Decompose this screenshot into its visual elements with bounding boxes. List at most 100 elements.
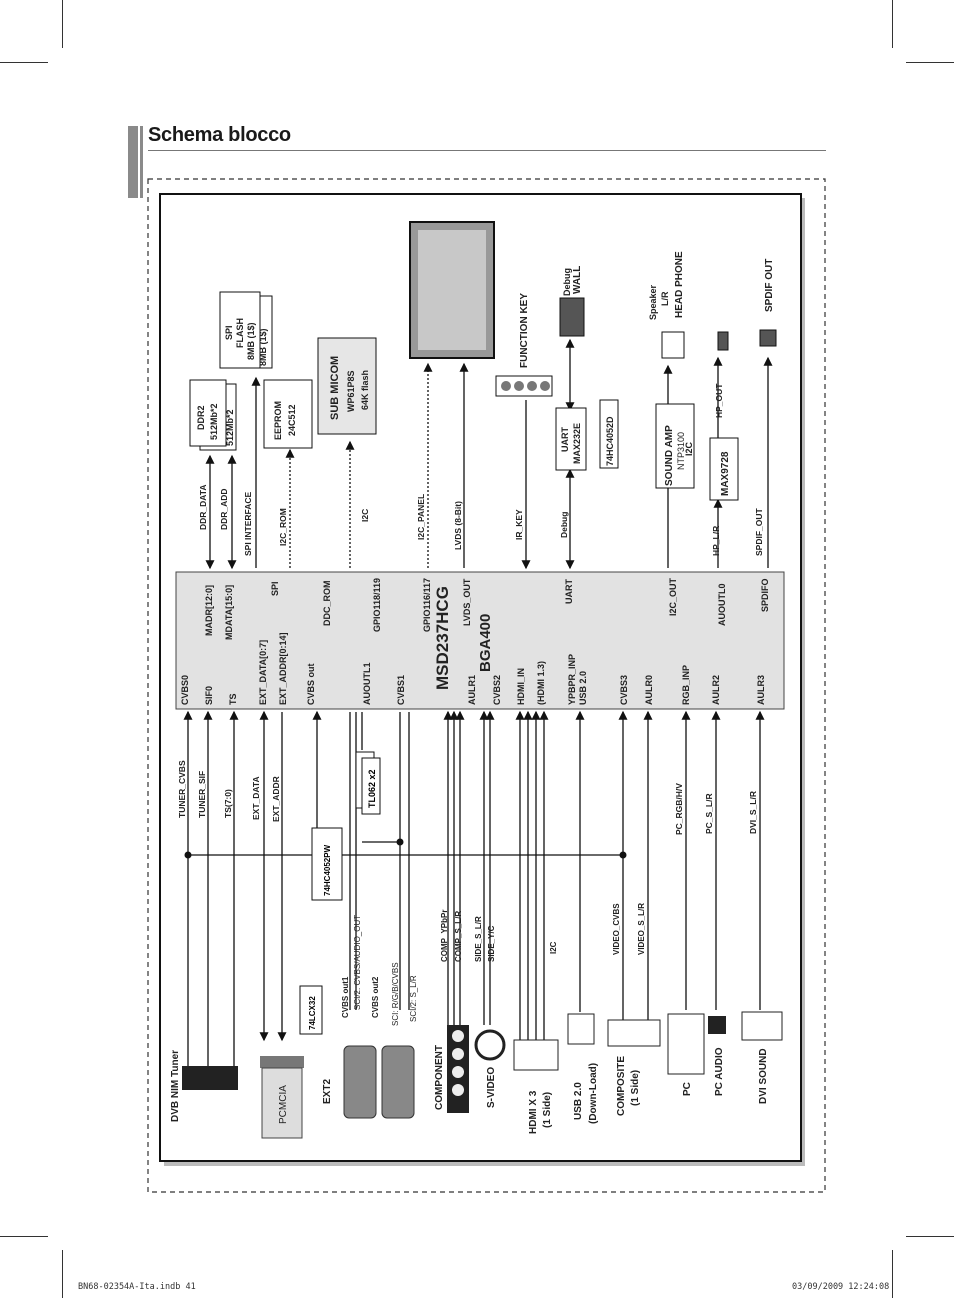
signal-sci-rgb: SCI: R/G/B/CVBS [391, 962, 400, 1026]
title-accent-bar [140, 126, 143, 198]
page-title: Schema blocco [148, 124, 291, 146]
uart-chip [555, 407, 587, 471]
signal-i2c-rom: I2C_ROM [278, 508, 288, 546]
input-hdmi: HDMI X 3 [528, 1090, 539, 1134]
crop-mark [0, 1236, 48, 1237]
chip-pin-spi: SPI [270, 581, 280, 596]
crop-mark [906, 1236, 954, 1237]
right-block-labels: DDR2 512Mb*2 512Mb*2 SPI FLASH 8MB (1$) … [196, 251, 775, 496]
input-composite: COMPOSITE [616, 1056, 627, 1116]
chip-pin-hdmi-13: (HDMI 1.3) [536, 661, 546, 705]
buffer-74lcx32-label: 74LCX32 [308, 996, 317, 1030]
chip-pin-cvbs1: CVBS1 [396, 675, 406, 705]
input-connectors [182, 1011, 783, 1139]
input-pc-audio: PC AUDIO [714, 1047, 725, 1096]
speaker-lr: L/R [660, 291, 670, 306]
title-rule [148, 150, 826, 151]
micom-part: WP61P8S [346, 370, 356, 412]
signal-ir-key: IR_KEY [514, 509, 524, 540]
chip-pin-mdata: MDATA[15:0] [224, 585, 234, 640]
mux-74hc4052pw-label: 74HC4052PW [323, 844, 332, 896]
composite-jacks [607, 1019, 661, 1047]
chip-package: BGA400 [477, 614, 494, 672]
sub-micom-chip [317, 337, 377, 435]
function-key-label: FUNCTION KEY [519, 293, 530, 368]
chip-pin-madr: MADR[12:0] [204, 585, 214, 636]
chip-pin-auoutl1: AUOUTL1 [362, 663, 372, 706]
chip-pin-usb: USB 2.0 [578, 671, 588, 705]
usb-jack [567, 1013, 595, 1045]
signal-side-slr: SIDE_S_L/R [474, 916, 483, 962]
crop-mark [62, 0, 63, 48]
speaker-label: Speaker [648, 284, 658, 320]
chip-labels: CVBS0 SIF0 TS EXT_DATA[0:7] EXT_ADDR[0:1… [180, 577, 770, 705]
micom-flash: 64K flash [360, 370, 370, 410]
signal-ext-addr: EXT_ADDR [271, 776, 281, 822]
signal-cvbs-out1: CVBS out1 [341, 976, 350, 1018]
input-usb: USB 2.0 [573, 1082, 584, 1120]
eeprom-chip [263, 379, 313, 449]
buffer-74lcx32 [299, 985, 323, 1035]
chip-pin-ts: TS [228, 693, 238, 705]
signal-spdif-out: SPDIF_OUT [754, 507, 764, 556]
chip-pin-ext-data: EXT_DATA[0:7] [258, 640, 268, 705]
micom-label: SUB MICOM [329, 356, 341, 420]
input-labels: DVB NIM Tuner PCMCIA EXT2 COMPONENT S-VI… [170, 1045, 769, 1134]
input-ext2: EXT2 [322, 1079, 333, 1104]
signal-tuner-cvbs: TUNER_CVBS [177, 760, 187, 818]
signal-cvbs-out2: CVBS out2 [371, 976, 380, 1018]
signal-comp-ypbpr: COMP_YPbPr [440, 910, 449, 962]
sound-amp-chip [655, 403, 695, 489]
max9728-chip [709, 437, 739, 501]
pcmcia-card [261, 1067, 303, 1139]
chip-pin-cvbs-out: CVBS out [306, 663, 316, 705]
left-signal-lines [183, 710, 765, 1090]
input-pc: PC [682, 1082, 693, 1096]
outer-dashed-frame [147, 178, 826, 1193]
chip-pin-spdifo: SPDIFO [760, 578, 770, 612]
debug-wall-connector [559, 297, 585, 337]
spi-size-1: 8MB (1$) [246, 322, 256, 360]
signal-tuner-sif: TUNER_SIF [197, 771, 207, 818]
spi-label: SPI [224, 325, 234, 340]
input-pcmcia: PCMCIA [278, 1085, 289, 1124]
mux-74hc4052d [599, 399, 619, 469]
chip-pin-ddc-rom: DDC_ROM [322, 580, 332, 626]
junction-dots [184, 838, 627, 859]
signal-side-yc: SIDE_Y/C [487, 925, 496, 962]
input-hdmi-side: (1 Side) [542, 1092, 553, 1128]
signal-hp-out: HP_OUT [714, 383, 724, 418]
spi-flash [219, 291, 261, 369]
signal-hp-lr: HP_L/R [711, 526, 721, 556]
chip-pin-auoutl0: AUOUTL0 [717, 584, 727, 627]
spdif-jack [759, 329, 777, 347]
footer-left: BN68-02354A-Ita.indb 41 [78, 1282, 196, 1292]
chip-pin-cvbs3: CVBS3 [619, 675, 629, 705]
headphone-jack [717, 331, 729, 351]
crop-mark [892, 1250, 893, 1298]
signal-pc-rgb: PC_RGB/H/V [674, 783, 684, 835]
chip-pin-hdmi-in: HDMI_IN [516, 668, 526, 705]
opamp-tl062-label: TL062 x2 [367, 769, 377, 808]
chip-pin-lvds-out: LVDS_OUT [462, 578, 472, 626]
mid-signal-labels: CVBS out1 SCI/2: CVBS/AUDIO_OUT CVBS out… [341, 903, 646, 1026]
input-dvi-sound: DVI SOUND [758, 1048, 769, 1104]
crop-mark [0, 62, 48, 63]
signal-ext-data: EXT_DATA [251, 776, 261, 820]
sound-amp-i2c: I2C [684, 441, 694, 456]
footer-right: 03/09/2009 12:24:08 [792, 1282, 890, 1292]
chip-pin-aulr2: AULR2 [711, 675, 721, 705]
chip-pin-aulr1: AULR1 [467, 675, 477, 705]
signal-comp-slr: COMP_S_L/R [454, 911, 463, 962]
chip-pin-ypbpr: YPBPR_INP [567, 654, 577, 705]
mux-74hc4052d-label: 74HC4052D [605, 416, 615, 466]
signal-sci2-cvbs-audio: SCI/2: CVBS/AUDIO_OUT [353, 915, 362, 1010]
signal-debug: Debug [559, 512, 569, 538]
signal-i2c-left: I2C [549, 941, 558, 954]
dvi-sound-jacks [741, 1011, 783, 1041]
main-chip [175, 571, 785, 710]
scart-connector-1 [343, 1045, 377, 1119]
signal-ddr-data: DDR_DATA [198, 485, 208, 531]
svideo-jack [474, 1029, 506, 1061]
